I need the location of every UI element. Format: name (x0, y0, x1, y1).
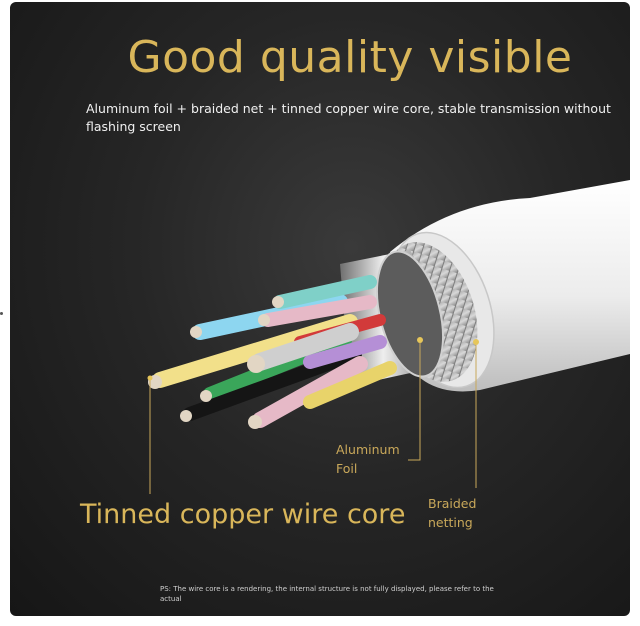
product-image-panel: Good quality visible Aluminum foil + bra… (10, 2, 630, 616)
headline: Good quality visible (127, 32, 573, 83)
label-braided-netting: Braided netting (428, 496, 477, 530)
subtitle: Aluminum foil + braided net + tinned cop… (86, 101, 611, 134)
leader-lines (147, 337, 479, 494)
wire-bundle (148, 275, 397, 429)
edge-dot (0, 312, 3, 315)
footnote: PS: The wire core is a rendering, the in… (160, 585, 494, 603)
label-aluminum-foil: Aluminum Foil (336, 442, 400, 476)
cable-illustration (147, 180, 630, 494)
label-tinned-copper-core: Tinned copper wire core (80, 499, 406, 530)
